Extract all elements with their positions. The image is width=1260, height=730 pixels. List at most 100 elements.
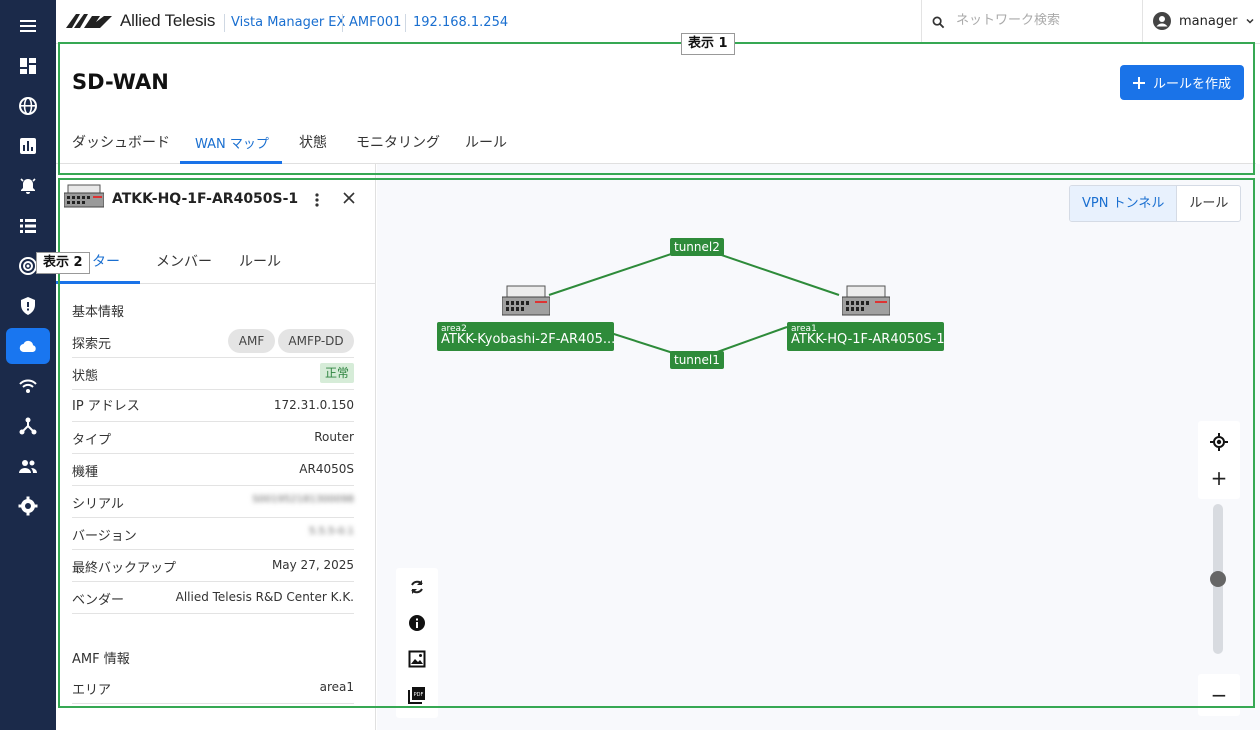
callout-label-1: 表示 1 bbox=[681, 33, 735, 55]
callout-frame-2 bbox=[58, 178, 1255, 708]
row-label: バージョン bbox=[72, 529, 137, 544]
router-icon bbox=[64, 184, 104, 208]
gear-icon[interactable] bbox=[6, 488, 50, 524]
account-icon bbox=[1153, 12, 1171, 30]
router-icon[interactable] bbox=[842, 285, 890, 317]
create-rule-label: ルールを作成 bbox=[1152, 77, 1231, 92]
active-panel-tab-indicator bbox=[56, 281, 140, 284]
create-rule-button[interactable]: ルールを作成 bbox=[1120, 65, 1244, 100]
info-row-status: 状態 正常 bbox=[72, 358, 354, 390]
zoom-in-button[interactable]: + bbox=[1198, 457, 1240, 499]
tab-panel-members[interactable]: メンバー bbox=[156, 254, 212, 270]
breadcrumb-separator bbox=[405, 14, 406, 32]
main-tabs: ダッシュボード WAN マップ 状態 モニタリング ルール bbox=[56, 118, 1256, 164]
tab-panel-overview[interactable]: ター bbox=[92, 254, 120, 270]
node-label-hq[interactable]: area1 ATKK-HQ-1F-AR4050S-1 bbox=[787, 322, 944, 351]
panel-device-name: ATKK-HQ-1F-AR4050S-1 bbox=[112, 191, 299, 207]
discovery-chip-amf: AMF bbox=[228, 329, 275, 353]
alarm-icon[interactable] bbox=[6, 168, 50, 204]
toggle-vpn-tunnel[interactable]: VPN トンネル bbox=[1070, 186, 1177, 221]
row-label: タイプ bbox=[72, 433, 112, 448]
row-label: エリア bbox=[72, 683, 112, 698]
breadcrumb-separator bbox=[224, 14, 225, 32]
tab-status[interactable]: 状態 bbox=[299, 135, 327, 151]
allied-telesis-logo-icon bbox=[66, 14, 112, 28]
search-box bbox=[921, 0, 1143, 44]
row-value: AR4050S bbox=[299, 462, 354, 476]
network-icon[interactable] bbox=[6, 408, 50, 444]
node-name: ATKK-Kyobashi-2F-AR405... bbox=[441, 332, 614, 347]
row-value: 172.31.0.150 bbox=[273, 398, 354, 412]
row-label: 探索元 bbox=[72, 337, 112, 352]
people-icon[interactable] bbox=[6, 448, 50, 484]
row-label: IP アドレス bbox=[72, 399, 140, 414]
panel-tabs: ター メンバー ルール bbox=[56, 248, 375, 284]
breadcrumb-product[interactable]: Vista Manager EX bbox=[231, 15, 346, 30]
pdf-export-icon[interactable]: PDF bbox=[408, 686, 426, 704]
info-row-discovery: 探索元 AMF AMFP-DD bbox=[72, 326, 354, 358]
info-row-area: エリア area1 bbox=[72, 672, 354, 704]
tab-panel-rules[interactable]: ルール bbox=[239, 254, 281, 270]
breadcrumb-ip[interactable]: 192.168.1.254 bbox=[413, 15, 509, 30]
node-area: area1 bbox=[791, 324, 817, 334]
row-value-blurred: 5.5.5-0.1 bbox=[309, 526, 354, 537]
nav-rail bbox=[0, 0, 56, 730]
wifi-icon[interactable] bbox=[6, 368, 50, 404]
row-value: May 27, 2025 bbox=[271, 558, 354, 572]
list-icon[interactable] bbox=[6, 208, 50, 244]
info-row-type: タイプ Router bbox=[72, 422, 354, 454]
recenter-button[interactable] bbox=[1198, 421, 1240, 463]
globe-icon[interactable] bbox=[6, 88, 50, 124]
row-value-blurred: S001952181300098 bbox=[252, 494, 354, 505]
tunnel-label-2[interactable]: tunnel2 bbox=[670, 238, 724, 256]
zoom-out-button[interactable]: − bbox=[1198, 674, 1240, 716]
tab-dashboard[interactable]: ダッシュボード bbox=[72, 135, 170, 151]
chevron-down-icon bbox=[1246, 18, 1254, 24]
node-name: ATKK-HQ-1F-AR4050S-1 bbox=[791, 332, 944, 347]
close-icon[interactable] bbox=[343, 192, 355, 204]
user-menu[interactable]: manager bbox=[1153, 12, 1255, 30]
info-row-last-backup: 最終バックアップ May 27, 2025 bbox=[72, 550, 354, 582]
active-tab-indicator bbox=[180, 161, 282, 164]
chart-icon[interactable] bbox=[6, 128, 50, 164]
map-tools: PDF bbox=[396, 568, 438, 718]
row-label: 機種 bbox=[72, 465, 99, 480]
node-area: area2 bbox=[441, 324, 467, 334]
info-row-vendor: ベンダー Allied Telesis R&D Center K.K. bbox=[72, 582, 354, 614]
router-icon[interactable] bbox=[502, 285, 550, 317]
tab-monitoring[interactable]: モニタリング bbox=[356, 135, 440, 151]
search-input[interactable] bbox=[956, 13, 1136, 28]
refresh-icon[interactable] bbox=[408, 578, 426, 596]
search-icon bbox=[932, 16, 945, 29]
breadcrumb-network[interactable]: AMF001 bbox=[349, 15, 402, 30]
image-export-icon[interactable] bbox=[408, 650, 426, 668]
breadcrumb-separator bbox=[342, 14, 343, 32]
tab-wan-map[interactable]: WAN マップ bbox=[195, 137, 269, 152]
wan-map-canvas[interactable]: VPN トンネル ルール area2 ATKK-Kyobashi-2F-AR40… bbox=[377, 164, 1260, 730]
page-title: SD-WAN bbox=[72, 70, 169, 94]
row-value: Router bbox=[314, 430, 354, 444]
amf-info-title: AMF 情報 bbox=[72, 652, 130, 667]
menu-icon[interactable] bbox=[6, 8, 50, 44]
dashboard-icon[interactable] bbox=[6, 48, 50, 84]
more-vert-icon[interactable] bbox=[313, 192, 321, 208]
top-bar: Allied Telesis Vista Manager EX AMF001 1… bbox=[56, 0, 1260, 44]
zoom-slider-knob[interactable] bbox=[1210, 571, 1226, 587]
discovery-chip-amfp-dd: AMFP-DD bbox=[278, 329, 354, 353]
locate-icon bbox=[1210, 433, 1228, 451]
cloud-icon[interactable] bbox=[6, 328, 50, 364]
toggle-rules[interactable]: ルール bbox=[1189, 196, 1229, 211]
user-name: manager bbox=[1179, 13, 1238, 29]
map-view-toggle: VPN トンネル ルール bbox=[1069, 185, 1242, 222]
brand-name: Allied Telesis bbox=[120, 11, 216, 30]
brand-logo[interactable]: Allied Telesis bbox=[66, 11, 215, 31]
row-label: シリアル bbox=[72, 497, 124, 512]
shield-icon[interactable] bbox=[6, 288, 50, 324]
svg-text:PDF: PDF bbox=[414, 692, 424, 698]
plus-icon bbox=[1132, 76, 1145, 89]
tunnel-label-1[interactable]: tunnel1 bbox=[670, 351, 724, 369]
tab-rules[interactable]: ルール bbox=[465, 135, 507, 151]
info-icon[interactable] bbox=[408, 614, 426, 632]
device-detail-panel: ATKK-HQ-1F-AR4050S-1 ター メンバー ルール 基本情報 探索… bbox=[56, 164, 376, 730]
node-label-kyobashi[interactable]: area2 ATKK-Kyobashi-2F-AR405... bbox=[437, 322, 614, 351]
